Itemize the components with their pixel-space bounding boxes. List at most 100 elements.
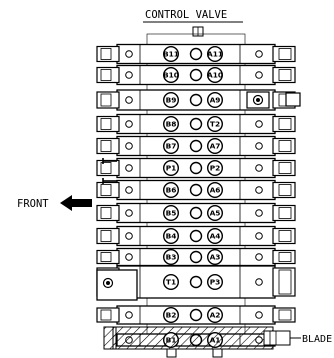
- section-body: [116, 113, 276, 135]
- port-circle-left: [162, 66, 179, 83]
- inlet-port: [102, 277, 114, 289]
- left-actuator-detail: [100, 252, 112, 262]
- port-circle-left: [162, 159, 179, 176]
- right-actuator-detail: [278, 184, 292, 196]
- section-body: [116, 157, 276, 179]
- left-actuator: [96, 307, 120, 323]
- port-label-left: B6: [166, 186, 177, 195]
- side-fitting-port: [252, 94, 264, 106]
- port-label-left: B8: [166, 120, 177, 129]
- right-actuator: [272, 181, 296, 199]
- left-actuator-detail: [100, 140, 112, 152]
- blade-plate: [112, 326, 274, 350]
- section-body: [116, 265, 276, 299]
- center-port: [189, 68, 203, 82]
- port-circle-right: [206, 46, 223, 63]
- right-actuator-detail: [278, 207, 292, 219]
- bolt-left: [125, 96, 133, 104]
- valve-section: B6 A6: [96, 179, 296, 201]
- port-circle-right: [206, 227, 223, 244]
- right-actuator-detail: [278, 118, 292, 130]
- inlet-port-core: [106, 281, 110, 285]
- port-label-left: B11: [163, 50, 179, 59]
- left-actuator-detail: [100, 48, 112, 60]
- bolt-left: [125, 209, 133, 217]
- left-actuator: [96, 227, 120, 245]
- blade-plate-left-end: [103, 326, 117, 350]
- bolt-right: [255, 253, 263, 261]
- center-port: [189, 161, 203, 175]
- center-port: [189, 47, 203, 61]
- blade-label: BLADE: [302, 334, 332, 345]
- port-label-left: B3: [166, 253, 177, 262]
- left-actuator-detail: [100, 93, 112, 107]
- port-label-right: A4: [210, 232, 221, 241]
- left-actuator-detail: [100, 309, 112, 321]
- port-circle-right: [206, 274, 223, 291]
- diagram-title: CONTROL VALVE: [145, 9, 227, 21]
- port-circle-left: [162, 46, 179, 63]
- port-label-left: B10: [163, 71, 179, 80]
- port-label-right: A6: [210, 186, 221, 195]
- bolt-right: [255, 278, 263, 286]
- front-arrow-icon: [60, 195, 92, 211]
- right-actuator-detail: [278, 48, 292, 60]
- right-actuator: [272, 227, 296, 245]
- right-actuator: [272, 45, 296, 63]
- right-actuator: [272, 204, 296, 222]
- port-label-left: B7: [166, 142, 177, 151]
- side-fitting-port-core: [256, 98, 260, 102]
- front-label: FRONT: [17, 198, 49, 210]
- section-body: [116, 64, 276, 86]
- section-body: [116, 202, 276, 224]
- right-actuator: [272, 159, 296, 177]
- port-circle-left: [162, 115, 179, 132]
- bolt-right: [255, 232, 263, 240]
- bolt-left: [125, 164, 133, 172]
- port-circle-right: [206, 307, 223, 324]
- left-actuator: [96, 204, 120, 222]
- port-circle-right: [206, 66, 223, 83]
- port-label-right: T2: [210, 120, 220, 129]
- bottom-fitting-left: [166, 348, 177, 358]
- port-circle-left: [162, 137, 179, 154]
- bottom-fitting-right: [212, 348, 223, 358]
- port-label-right: P2: [210, 164, 221, 173]
- bolt-right: [255, 50, 263, 58]
- bolt-left: [125, 71, 133, 79]
- port-label-left: B4: [166, 232, 177, 241]
- side-fitting: [285, 92, 301, 107]
- valve-section: B7 A7: [96, 135, 296, 157]
- right-actuator: [272, 267, 296, 297]
- left-actuator-detail: [100, 184, 112, 196]
- port-label-right: A7: [210, 142, 221, 151]
- valve-section: B4 A4: [96, 225, 296, 247]
- bolt-left: [125, 311, 133, 319]
- port-circle-left: [162, 248, 179, 265]
- left-actuator-detail: [100, 162, 112, 174]
- section-body: [116, 43, 276, 65]
- port-label-right: A11: [207, 50, 223, 59]
- port-circle-left: [162, 227, 179, 244]
- center-port: [189, 229, 203, 243]
- left-actuator: [96, 181, 120, 199]
- right-actuator-detail: [278, 69, 292, 81]
- center-port: [189, 183, 203, 197]
- port-label-left: T1: [166, 278, 176, 287]
- valve-section: B11 A11: [96, 43, 296, 65]
- bolt-left: [125, 253, 133, 261]
- center-port: [189, 275, 203, 289]
- left-actuator-detail: [100, 69, 112, 81]
- left-actuator: [96, 137, 120, 155]
- port-circle-left: [162, 307, 179, 324]
- left-actuator: [96, 91, 120, 109]
- inlet-block: [96, 269, 138, 301]
- port-label-left: B9: [166, 96, 177, 105]
- center-port: [189, 206, 203, 220]
- right-actuator-detail: [278, 252, 292, 262]
